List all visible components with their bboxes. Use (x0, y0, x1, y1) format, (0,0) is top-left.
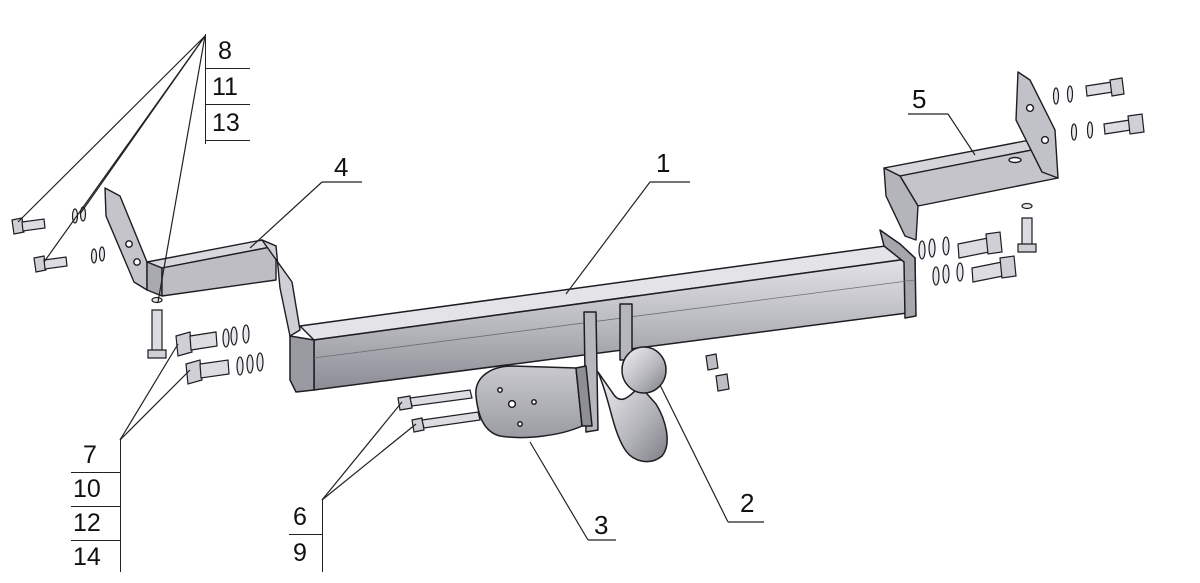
ref-item: 9 (293, 539, 307, 567)
ref-group-8-11-13: 8 11 13 (205, 34, 250, 144)
part-label-1: 1 (656, 148, 671, 178)
right-bracket (883, 71, 1059, 241)
cross-tube (289, 229, 917, 393)
ref-item: 10 (71, 472, 121, 507)
left-bracket (104, 187, 301, 337)
ref-item: 7 (71, 438, 121, 473)
part-label-5: 5 (912, 84, 927, 114)
plate-bolts (397, 389, 481, 433)
ref-group-7-10-12-14: 7 10 12 14 (71, 438, 122, 572)
loose-nuts (705, 353, 730, 392)
ref-group-6-9: 6 9 (289, 500, 324, 572)
socket-plate (475, 365, 593, 439)
leader-lines (17, 35, 976, 541)
ref-item: 6 (289, 500, 323, 535)
ref-item: 8 (206, 34, 250, 69)
part-label-2: 2 (740, 488, 755, 518)
ref-item: 13 (206, 106, 250, 141)
right-fasteners (918, 77, 1145, 286)
left-fasteners (11, 206, 264, 385)
ref-item: 11 (206, 70, 250, 105)
part-label-4: 4 (334, 152, 349, 182)
ref-item: 12 (71, 506, 121, 541)
part-label-3: 3 (594, 510, 609, 540)
ref-item: 14 (73, 543, 101, 571)
